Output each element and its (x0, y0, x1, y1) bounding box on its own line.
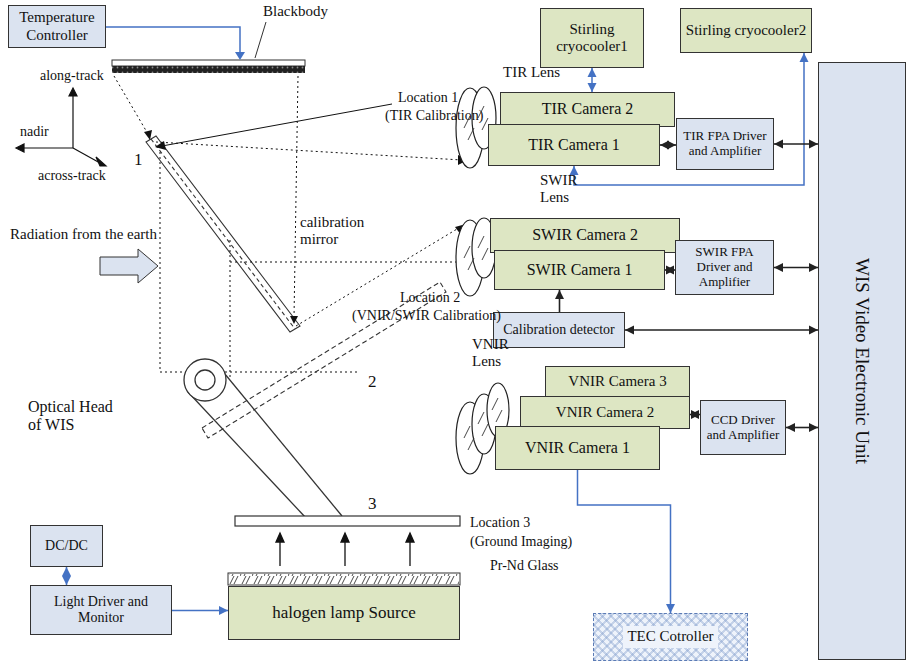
lens-mark (496, 410, 502, 422)
part-label: (TIR Calibration) (385, 108, 483, 124)
lens-mark (468, 128, 474, 140)
driver-box: CCD Driver and Amplifier (700, 400, 786, 455)
part-label: nadir (20, 124, 49, 140)
node-text: CCD Driver and Amplifier (701, 411, 785, 445)
radiation-arrow (100, 249, 158, 283)
callout-number: 3 (368, 494, 377, 514)
node-text: Stirling cryocooler1 (541, 19, 643, 58)
connector (690, 410, 700, 419)
node-text: Calibration detector (499, 320, 619, 340)
connector (555, 290, 564, 312)
control-line (102, 27, 240, 54)
lens-mark (482, 424, 488, 436)
glass-hatch (229, 574, 459, 584)
node-text: halogen lamp Source (268, 601, 420, 625)
controller-box: Temperature Controller (8, 5, 106, 48)
arrow-head (235, 52, 245, 60)
part-label: Blackbody (263, 3, 328, 20)
node-text: SWIR Camera 2 (528, 224, 642, 246)
connector (588, 68, 597, 92)
lens-mark (464, 246, 470, 258)
connector (786, 423, 818, 432)
connector (665, 266, 675, 275)
part-label: across-track (38, 168, 106, 184)
lens-mark (492, 398, 498, 410)
node-text: TEC Cotroller (623, 626, 717, 647)
part-label: TIR Lens (503, 64, 560, 81)
pr-nd-glass (228, 573, 460, 585)
node-text: SWIR Camera 1 (523, 259, 637, 281)
lamp-box: halogen lamp Source (228, 586, 460, 640)
connector (62, 567, 71, 585)
cryocooler-box: Stirling cryocooler1 (540, 8, 644, 68)
callout-number: 2 (366, 372, 379, 392)
lens-mark (464, 426, 470, 438)
connector (172, 606, 228, 615)
camera-box: VNIR Camera 2 (520, 396, 690, 429)
part-label: Pr-Nd Glass (490, 558, 559, 574)
axes (16, 88, 106, 166)
rotation-mechanism (184, 359, 342, 518)
connector (578, 470, 676, 613)
callout-number: 1 (134, 150, 143, 170)
blackbody-plate (112, 60, 305, 66)
mirror-location-2 (202, 282, 446, 438)
lamp-rays (276, 533, 414, 566)
driver-box: Light Driver and Monitor (30, 585, 172, 635)
node-text: VNIR Camera 3 (564, 371, 670, 392)
lens-mark (468, 258, 474, 270)
driver-box: TIR FPA Driver and Amplifier (676, 118, 774, 170)
part-label: Radiation from the earth (10, 226, 157, 243)
node-text: Temperature Controller (9, 7, 105, 46)
leader-line (162, 104, 392, 146)
connector (625, 326, 818, 335)
node-text: VNIR Camera 2 (552, 402, 658, 423)
part-label: VNIR Lens (472, 336, 512, 371)
blackbody-surface (112, 66, 305, 73)
camera-box: VNIR Camera 1 (495, 426, 660, 470)
node-text: Stirling cryocooler2 (682, 20, 810, 41)
part-label: calibration mirror (300, 214, 374, 249)
mirror-location-3 (235, 516, 460, 526)
power-box: DC/DC (30, 525, 103, 567)
cryocooler-box: Stirling cryocooler2 (680, 8, 812, 53)
part-label: SWIR Lens (540, 172, 580, 207)
ray-heads (144, 130, 468, 324)
camera-box: TIR Camera 1 (488, 124, 660, 166)
detector-box: Calibration detector (493, 312, 625, 348)
node-text: TIR Camera 2 (538, 98, 638, 120)
node-text: SWIR FPA Driver and Amplifier (676, 243, 773, 292)
node-text: TIR Camera 1 (524, 134, 624, 156)
part-label: (Ground Imaging) (470, 534, 572, 550)
part-label: Location 2 (400, 290, 460, 306)
camera-box: VNIR Camera 3 (545, 366, 690, 398)
node-text: Light Driver and Monitor (31, 592, 171, 628)
calibration-mirror (146, 136, 300, 332)
part-label: Location 3 (470, 515, 530, 531)
lens-mark (468, 438, 474, 450)
lens-mark (482, 248, 488, 260)
camera-box: SWIR Camera 2 (490, 218, 680, 253)
controller-box: TEC Cotroller (593, 613, 748, 661)
node-text: WIS Video Electronic Unit (849, 254, 875, 468)
part-label: Location 1 (398, 90, 458, 106)
node-text: DC/DC (41, 536, 92, 556)
camera-box: SWIR Camera 1 (494, 250, 665, 290)
part-label: along-track (40, 68, 104, 84)
node-text: VNIR Camera 1 (521, 437, 634, 459)
part-label: Optical Head of WIS (28, 398, 124, 435)
electronic-unit: WIS Video Electronic Unit (818, 62, 906, 660)
lens-mark (478, 236, 484, 248)
driver-box: SWIR FPA Driver and Amplifier (675, 240, 774, 295)
lens-mark (478, 412, 484, 424)
part-label: (VNIR/SWIR Calibration) (352, 308, 501, 324)
camera-box: TIR Camera 2 (500, 92, 675, 127)
node-text: TIR FPA Driver and Amplifier (677, 127, 773, 161)
connector (774, 263, 818, 272)
leader-line (255, 22, 266, 58)
arrow-head (155, 141, 166, 150)
connector (660, 141, 676, 150)
connector (774, 140, 818, 149)
